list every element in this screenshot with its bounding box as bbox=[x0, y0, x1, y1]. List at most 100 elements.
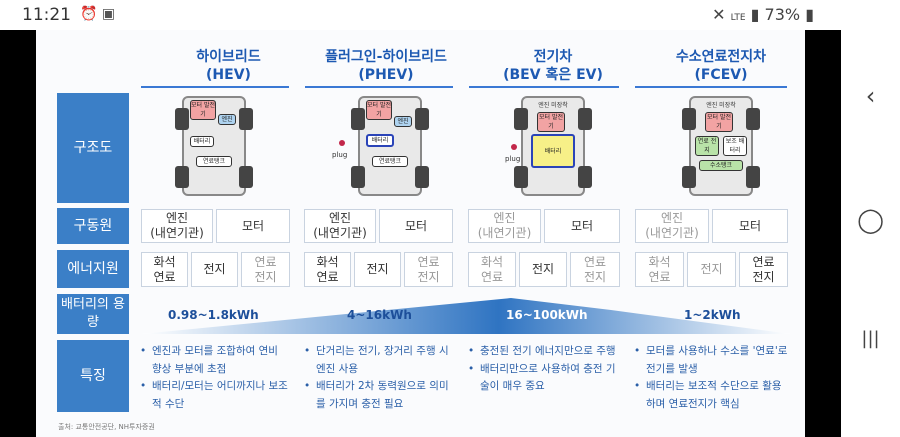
hydrogen-tank-part: 수소탱크 bbox=[699, 160, 743, 171]
plug-label: plug bbox=[505, 155, 521, 163]
motor-generator: 모터 발전기 bbox=[366, 100, 392, 120]
feature-item: 엔진과 모터를 조합하여 연비 향상 부분에 초점 bbox=[140, 343, 290, 378]
energy-hev-fossil: 화석 연료 bbox=[141, 252, 188, 287]
energy-bev-fossil: 화석 연료 bbox=[468, 252, 516, 287]
column-name: 플러그인-하이브리드 bbox=[325, 49, 447, 65]
diagram-caption: 엔진 미장착 bbox=[706, 102, 736, 109]
column-name: 하이브리드 bbox=[196, 49, 261, 65]
energy-fcev-fossil: 화석 연료 bbox=[635, 252, 684, 287]
drive-phev-motor: 모터 bbox=[379, 209, 453, 243]
energy-bev-battery: 전지 bbox=[519, 252, 567, 287]
network-type: LTE bbox=[730, 13, 746, 23]
features-fcev: 모터를 사용하나 수소를 '연료'로 전기를 발생 배터리는 보조적 수단으로 … bbox=[634, 343, 790, 413]
notification-icon: ▣ bbox=[101, 6, 116, 22]
plug-icon bbox=[339, 140, 345, 146]
energy-phev-fossil: 화석 연료 bbox=[304, 252, 351, 287]
row-label-structure: 구조도 bbox=[57, 93, 129, 203]
drive-hev-engine: 엔진 (내연기관) bbox=[141, 209, 213, 243]
drive-bev-engine: 엔진 (내연기관) bbox=[468, 209, 541, 243]
phev-structure-diagram: 모터 발전기 엔진 배터리 연료탱크 bbox=[351, 96, 429, 196]
column-header-bev: 전기차 (BEV 혹은 EV) bbox=[468, 48, 638, 84]
feature-item: 배터리가 2차 동력원으로 의미를 가지며 충전 필요 bbox=[304, 378, 456, 413]
energy-hev-battery: 전지 bbox=[191, 252, 238, 287]
column-name: 수소연료전지차 bbox=[675, 49, 767, 65]
comparison-slide: 하이브리드 (HEV) 플러그인-하이브리드 (PHEV) 전기차 (BEV 혹… bbox=[36, 30, 805, 437]
feature-item: 충전된 전기 에너지만으로 주행 bbox=[468, 343, 618, 361]
fuel-tank-part: 연료탱크 bbox=[196, 156, 232, 167]
energy-fcev-battery: 전지 bbox=[687, 252, 736, 287]
fuel-cell-part: 연료 전지 bbox=[695, 136, 719, 156]
status-icons: ⏰ ▣ bbox=[80, 6, 115, 22]
aux-battery-part: 보조 배터리 bbox=[723, 136, 747, 156]
capacity-phev: 4~16kWh bbox=[347, 308, 412, 322]
battery-percent: 73% bbox=[764, 5, 801, 24]
capacity-hev: 0.98~1.8kWh bbox=[168, 308, 259, 322]
battery-icon: ▮ bbox=[805, 5, 814, 24]
drive-fcev-motor: 모터 bbox=[712, 209, 788, 243]
fcev-structure-diagram: 엔진 미장착 모터 발전기 연료 전지 보조 배터리 수소탱크 bbox=[682, 96, 760, 196]
energy-bev-fuelcell: 연료 전지 bbox=[570, 252, 620, 287]
engine-part: 엔진 bbox=[394, 116, 412, 127]
motor-generator: 모터 발전기 bbox=[190, 100, 216, 120]
features-hev: 엔진과 모터를 조합하여 연비 향상 부분에 초점 배터리/모터는 어디까지나 … bbox=[140, 343, 290, 413]
column-abbr: (PHEV) bbox=[358, 67, 414, 83]
column-abbr: (FCEV) bbox=[694, 67, 748, 83]
feature-item: 배터리는 보조적 수단으로 활용하며 연료전지가 핵심 bbox=[634, 378, 790, 413]
bev-structure-diagram: 엔진 미장착 모터 발전기 배터리 bbox=[514, 96, 592, 196]
source-note: 출처: 교통안전공단, NH투자증권 bbox=[58, 423, 155, 431]
header-divider bbox=[469, 86, 619, 88]
capacity-bev: 16~100kWh bbox=[506, 308, 588, 322]
energy-phev-fuelcell: 연료 전지 bbox=[404, 252, 453, 287]
column-header-phev: 플러그인-하이브리드 (PHEV) bbox=[301, 48, 471, 84]
drive-bev-motor: 모터 bbox=[544, 209, 620, 243]
alarm-icon: ⏰ bbox=[80, 6, 98, 22]
letterbox-left bbox=[0, 30, 36, 437]
header-divider bbox=[305, 86, 453, 88]
drive-hev-motor: 모터 bbox=[216, 209, 290, 243]
motor-generator: 모터 발전기 bbox=[705, 112, 733, 132]
navigation-bar: ‹ ◯ ||| bbox=[841, 0, 900, 437]
feature-item: 배터리/모터는 어디까지나 보조적 수단 bbox=[140, 378, 290, 413]
energy-fcev-fuelcell: 연료 전지 bbox=[739, 252, 788, 287]
engine-part: 엔진 bbox=[218, 114, 236, 125]
battery-part: 배터리 bbox=[366, 134, 394, 147]
row-label-drive: 구동원 bbox=[57, 208, 129, 244]
row-label-features: 특징 bbox=[57, 340, 129, 412]
capacity-gradient-wedge bbox=[141, 298, 791, 334]
mute-icon: ✕ bbox=[712, 5, 726, 24]
feature-item: 모터를 사용하나 수소를 '연료'로 전기를 발생 bbox=[634, 343, 790, 378]
signal-icon: ▮ bbox=[750, 5, 760, 24]
battery-part: 배터리 bbox=[531, 134, 575, 168]
column-name: 전기차 bbox=[533, 49, 573, 65]
diagram-caption: 엔진 미장착 bbox=[538, 102, 568, 109]
row-label-energy: 에너지원 bbox=[57, 250, 129, 288]
row-label-battery: 배터리의 용량 bbox=[57, 294, 129, 334]
features-bev: 충전된 전기 에너지만으로 주행 배터리만으로 사용하여 충전 기술이 매우 중… bbox=[468, 343, 618, 396]
column-header-fcev: 수소연료전지차 (FCEV) bbox=[636, 48, 805, 84]
header-divider bbox=[141, 86, 289, 88]
back-icon[interactable]: ‹ bbox=[865, 82, 876, 110]
hev-structure-diagram: 모터 발전기 엔진 배터리 연료탱크 bbox=[175, 96, 253, 196]
feature-item: 배터리만으로 사용하여 충전 기술이 매우 중요 bbox=[468, 361, 618, 396]
recents-icon[interactable]: ||| bbox=[861, 328, 880, 349]
features-phev: 단거리는 전기, 장거리 주행 시 엔진 사용 배터리가 2차 동력원으로 의미… bbox=[304, 343, 456, 413]
energy-hev-fuelcell: 연료 전지 bbox=[241, 252, 290, 287]
energy-phev-battery: 전지 bbox=[354, 252, 401, 287]
battery-part: 배터리 bbox=[190, 136, 214, 147]
status-bar: 11:21 ⏰ ▣ ✕ LTE ▮ 73% ▮ bbox=[0, 0, 900, 30]
drive-fcev-engine: 엔진 (내연기관) bbox=[635, 209, 709, 243]
status-right: ✕ LTE ▮ 73% ▮ bbox=[712, 5, 814, 24]
motor-generator: 모터 발전기 bbox=[537, 112, 565, 132]
column-header-hev: 하이브리드 (HEV) bbox=[146, 48, 311, 84]
home-icon[interactable]: ◯ bbox=[857, 206, 884, 234]
column-abbr: (BEV 혹은 EV) bbox=[503, 67, 603, 83]
header-divider bbox=[635, 86, 787, 88]
feature-item: 단거리는 전기, 장거리 주행 시 엔진 사용 bbox=[304, 343, 456, 378]
capacity-fcev: 1~2kWh bbox=[684, 308, 741, 322]
drive-phev-engine: 엔진 (내연기관) bbox=[304, 209, 376, 243]
plug-icon bbox=[511, 144, 517, 150]
fuel-tank-part: 연료탱크 bbox=[372, 156, 408, 167]
letterbox-right bbox=[805, 30, 841, 437]
plug-label: plug bbox=[332, 151, 348, 159]
status-time: 11:21 bbox=[22, 5, 71, 25]
